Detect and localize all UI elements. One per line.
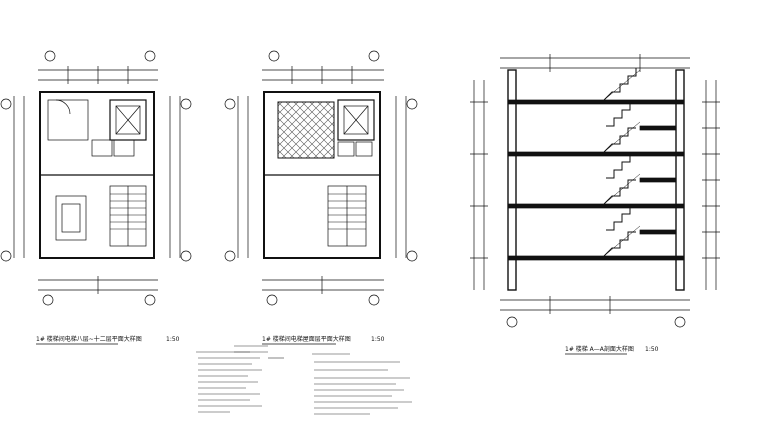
notes-block-right: [312, 353, 412, 415]
plan-title-3: 1# 楼梯 A—A剖面大样图 1:50: [565, 345, 659, 355]
plan-title-text-2: 1# 楼梯间电梯屋面层平面大样图: [262, 335, 351, 343]
plan-scale-1: 1:50: [166, 336, 180, 343]
plan-title-2: 1# 楼梯间电梯屋面层平面大样图 1:50: [262, 335, 385, 345]
plan-title-text-3: 1# 楼梯 A—A剖面大样图: [565, 345, 634, 353]
plan-title-text-1: 1# 楼梯间电梯八层~十二层平面大样图: [36, 335, 142, 343]
plan-floor-8-12: [0, 50, 192, 306]
notes-block-middle: [196, 345, 284, 413]
section-a-a: [470, 54, 720, 328]
plan-scale-3: 1:50: [645, 346, 659, 353]
plan-title-1: 1# 楼梯间电梯八层~十二层平面大样图 1:50: [36, 335, 180, 345]
plan-roof: [224, 50, 418, 306]
plan-scale-2: 1:50: [371, 336, 385, 343]
